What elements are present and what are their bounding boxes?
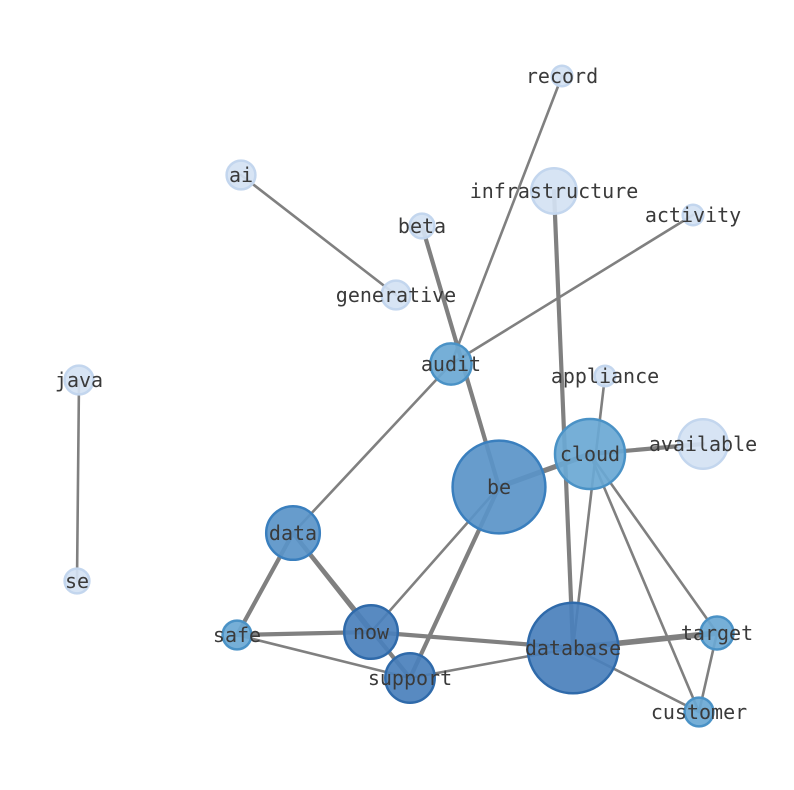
- node-label-infrastructure: infrastructure: [470, 179, 639, 203]
- node-available[interactable]: [677, 418, 729, 470]
- edge-record-audit: [449, 74, 564, 366]
- node-label-cloud: cloud: [560, 442, 620, 466]
- node-customer[interactable]: [683, 696, 715, 728]
- edge-infrastructure-database: [551, 188, 576, 651]
- edge-audit-data: [291, 362, 453, 535]
- node-activity[interactable]: [681, 203, 705, 227]
- node-label-record: record: [526, 64, 598, 88]
- edge-safe-support: [235, 633, 412, 680]
- node-be[interactable]: [451, 439, 547, 535]
- node-label-activity: activity: [645, 203, 741, 227]
- edge-ai-generative: [239, 173, 398, 297]
- edge-cloud-target: [588, 452, 719, 635]
- node-support[interactable]: [384, 652, 436, 704]
- node-record[interactable]: [550, 64, 574, 88]
- node-label-customer: customer: [651, 700, 747, 724]
- node-label-generative: generative: [336, 283, 456, 307]
- node-label-se: se: [65, 569, 89, 593]
- node-label-appliance: appliance: [551, 364, 659, 388]
- node-target[interactable]: [699, 615, 735, 651]
- node-audit[interactable]: [429, 342, 473, 386]
- node-label-database: database: [525, 636, 621, 660]
- node-label-ai: ai: [229, 163, 253, 187]
- node-generative[interactable]: [380, 279, 412, 311]
- node-ai[interactable]: [225, 159, 257, 191]
- node-label-available: available: [649, 432, 757, 456]
- node-label-support: support: [368, 666, 452, 690]
- edge-data-support: [290, 530, 413, 681]
- node-database[interactable]: [526, 601, 620, 695]
- edge-cloud-customer: [588, 452, 701, 714]
- edge-activity-audit: [449, 213, 695, 366]
- node-label-target: target: [681, 621, 753, 645]
- node-infrastructure[interactable]: [530, 167, 578, 215]
- edges-layer: [75, 74, 720, 714]
- node-se[interactable]: [63, 567, 91, 595]
- node-label-java: java: [55, 368, 103, 392]
- nodes-layer: [63, 64, 735, 728]
- edge-java-se: [75, 378, 81, 583]
- node-label-data: data: [269, 521, 317, 545]
- node-data[interactable]: [264, 504, 322, 562]
- node-label-be: be: [487, 475, 511, 499]
- node-label-safe: safe: [213, 623, 261, 647]
- node-now[interactable]: [342, 603, 400, 661]
- node-label-audit: audit: [421, 352, 481, 376]
- node-label-now: now: [353, 620, 390, 644]
- node-safe[interactable]: [221, 619, 253, 651]
- node-cloud[interactable]: [553, 417, 627, 491]
- node-java[interactable]: [63, 364, 95, 396]
- node-label-beta: beta: [398, 214, 446, 238]
- node-appliance[interactable]: [593, 364, 617, 388]
- node-beta[interactable]: [408, 212, 436, 240]
